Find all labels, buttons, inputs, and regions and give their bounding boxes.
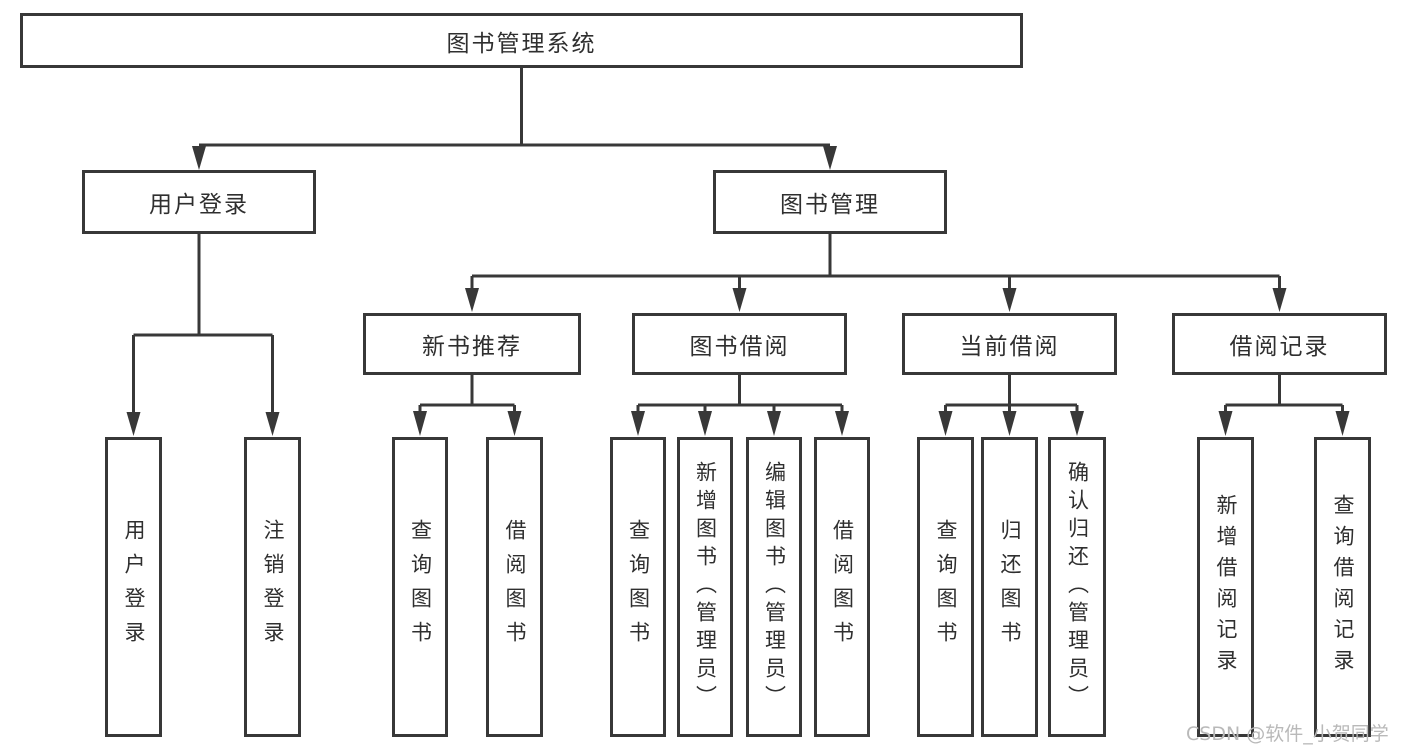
node-user-login-label: 用户登录 (149, 192, 249, 218)
leaf-newbook-query-label: 查询图书 (408, 519, 433, 655)
leaf-current-return: 归还图书 (981, 437, 1038, 737)
node-new-book-recommend: 新书推荐 (363, 313, 581, 375)
leaf-borrow-book: 借阅图书 (814, 437, 870, 737)
leaf-user-login-label: 用户登录 (122, 519, 146, 655)
leaf-newbook-borrow: 借阅图书 (486, 437, 543, 737)
node-root-label: 图书管理系统 (446, 30, 597, 57)
node-borrow-records-label: 借阅记录 (1229, 334, 1330, 360)
leaf-current-confirm-admin: 确认归还（管理员） (1048, 437, 1106, 737)
node-borrow-records: 借阅记录 (1172, 313, 1387, 375)
leaf-logout: 注销登录 (244, 437, 301, 737)
leaf-current-query: 查询图书 (917, 437, 974, 737)
node-book-management-label: 图书管理 (780, 192, 880, 218)
leaf-borrow-add-admin: 新增图书（管理员） (677, 437, 733, 737)
node-book-borrow-label: 图书借阅 (689, 334, 790, 360)
leaf-borrow-query: 查询图书 (610, 437, 666, 737)
connector-current-to-leaves (938, 375, 1084, 436)
leaf-borrow-query-label: 查询图书 (626, 519, 651, 655)
leaf-user-login: 用户登录 (105, 437, 162, 737)
node-book-management: 图书管理 (713, 170, 947, 234)
leaf-current-confirm-admin-label: 确认归还（管理员） (1065, 461, 1090, 713)
connector-borrow-to-leaves (631, 375, 849, 436)
connector-newbook-to-leaves (413, 375, 522, 436)
csdn-watermark: CSDN @软件_小贺同学 (1186, 723, 1389, 745)
leaf-borrow-edit-admin-label: 编辑图书（管理员） (762, 461, 787, 713)
leaf-current-return-label: 归还图书 (998, 519, 1022, 655)
connector-login-to-leaves (126, 234, 280, 436)
leaf-records-query: 查询借阅记录 (1314, 437, 1371, 737)
node-new-book-recommend-label: 新书推荐 (422, 334, 522, 360)
leaf-records-add: 新增借阅记录 (1197, 437, 1254, 737)
node-user-login: 用户登录 (82, 170, 316, 234)
node-root-system: 图书管理系统 (20, 13, 1023, 68)
connector-records-to-leaves (1218, 375, 1350, 436)
connector-root-to-level2 (192, 68, 837, 170)
leaf-borrow-add-admin-label: 新增图书（管理员） (693, 461, 718, 713)
leaf-newbook-borrow-label: 借阅图书 (503, 519, 527, 655)
leaf-records-add-label: 新增借阅记录 (1214, 494, 1238, 680)
leaf-borrow-edit-admin: 编辑图书（管理员） (746, 437, 802, 737)
leaf-newbook-query: 查询图书 (392, 437, 448, 737)
node-current-borrow: 当前借阅 (902, 313, 1117, 375)
node-current-borrow-label: 当前借阅 (959, 334, 1060, 360)
leaf-borrow-book-label: 借阅图书 (830, 519, 855, 655)
leaf-records-query-label: 查询借阅记录 (1331, 494, 1355, 680)
leaf-logout-label: 注销登录 (261, 519, 285, 655)
node-book-borrow: 图书借阅 (632, 313, 847, 375)
leaf-current-query-label: 查询图书 (934, 519, 958, 655)
connector-management-to-level3 (465, 234, 1287, 312)
